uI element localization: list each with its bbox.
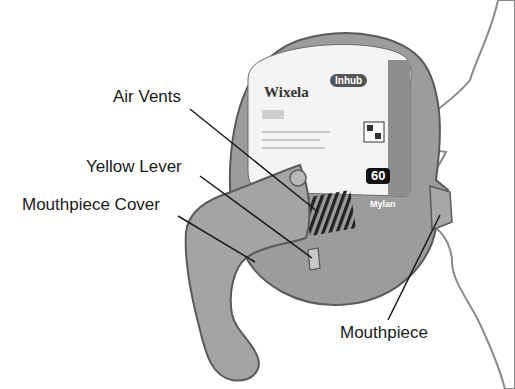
- part-label: Mouthpiece Cover: [22, 196, 160, 215]
- part-label: Air Vents: [113, 88, 181, 107]
- brand-badge: Inhub: [330, 74, 367, 87]
- brand-text: Wixela: [264, 84, 309, 101]
- part-label: Mouthpiece: [340, 324, 428, 343]
- dose-counter: 60: [366, 168, 390, 184]
- maker-text: Mylan: [370, 200, 396, 210]
- part-label: Yellow Lever: [86, 158, 182, 177]
